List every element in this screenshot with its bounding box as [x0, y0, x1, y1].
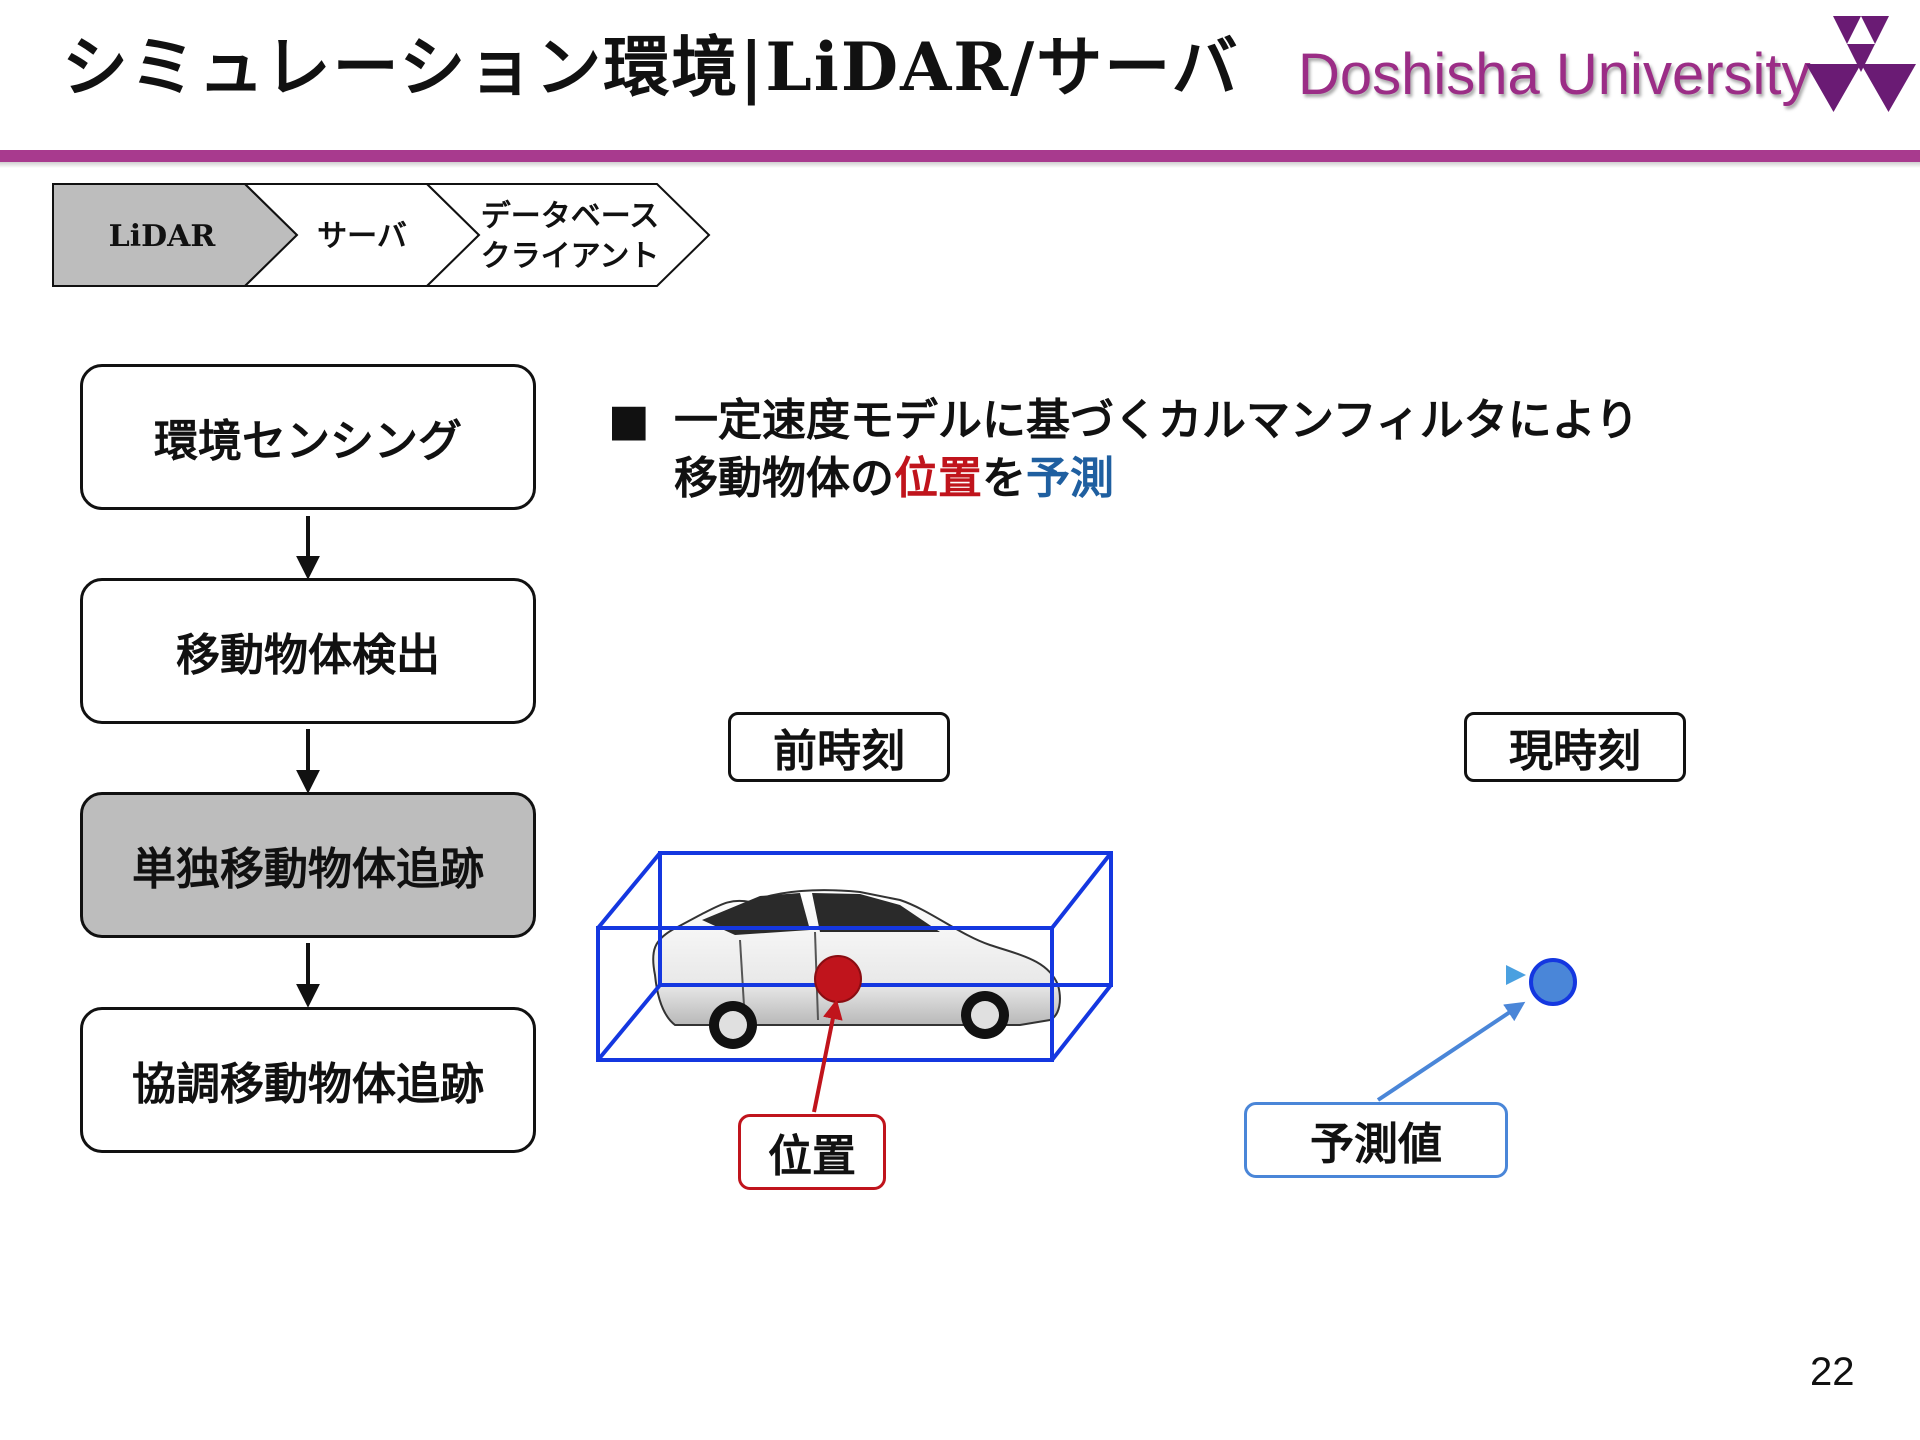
flow-box-single-tracking: 単独移動物体追跡	[80, 792, 536, 938]
page-number: 22	[1810, 1350, 1855, 1394]
position-label-box: 位置	[738, 1114, 886, 1190]
highlight-predict: 予測	[1026, 453, 1114, 504]
flow-box-label: 単独移動物体追跡	[132, 844, 484, 895]
step-client-label: クライアント	[481, 239, 660, 274]
prediction-label-box: 予測値	[1244, 1102, 1508, 1178]
header-rule	[0, 150, 1920, 162]
step-server-label: サーバ	[317, 219, 407, 254]
bullet-line-2-mid: を	[982, 453, 1026, 504]
step-database-label: データベース	[481, 199, 660, 234]
prev-time-text: 前時刻	[773, 726, 905, 777]
bounding-box	[596, 851, 1113, 1062]
bullet-line-1-text: 一定速度モデルに基づくカルマンフィルタにより	[674, 395, 1639, 446]
flow-box-label: 環境センシング	[154, 416, 462, 467]
position-callout-arrow	[812, 999, 843, 1113]
step-database-client[interactable]: データベース クライアント	[424, 183, 711, 287]
curr-time-label: 現時刻	[1464, 712, 1686, 782]
page-title: シミュレーション環境|LiDAR/サーバ	[62, 28, 1240, 106]
prediction-label-text: 予測値	[1310, 1119, 1442, 1170]
bullet-line-1: ■ 一定速度モデルに基づくカルマンフィルタにより	[608, 392, 1808, 450]
step-server[interactable]: サーバ	[242, 183, 481, 287]
header-rule-shadow	[0, 162, 1920, 168]
highlight-position: 位置	[894, 453, 982, 504]
step-lidar[interactable]: LiDAR	[52, 183, 299, 287]
flow-box-cooperative-tracking: 協調移動物体追跡	[80, 1007, 536, 1153]
university-logo-icon	[1806, 16, 1916, 112]
car-image	[652, 889, 1061, 1049]
bullet-text: ■ 一定速度モデルに基づくカルマンフィルタにより 移動物体の位置を予測	[608, 392, 1808, 508]
organization-name: Doshisha University	[1298, 42, 1811, 107]
step-breadcrumb: LiDAR サーバ データベース クライアント	[52, 183, 711, 287]
predicted-dot	[1529, 958, 1577, 1006]
bullet-marker: ■	[608, 395, 650, 446]
bullet-line-2-prefix: 移動物体の	[674, 453, 894, 504]
flow-box-label: 移動物体検出	[176, 630, 440, 681]
position-dot	[814, 955, 862, 1003]
position-label-text: 位置	[768, 1131, 856, 1182]
prev-time-label: 前時刻	[728, 712, 950, 782]
flow-box-environment-sensing: 環境センシング	[80, 364, 536, 510]
flow-box-label: 協調移動物体追跡	[132, 1059, 484, 1110]
bullet-line-2: 移動物体の位置を予測	[674, 450, 1808, 508]
step-lidar-label: LiDAR	[109, 219, 217, 254]
flow-box-moving-object-detection: 移動物体検出	[80, 578, 536, 724]
prediction-callout-arrow	[1376, 1001, 1526, 1102]
curr-time-text: 現時刻	[1509, 726, 1641, 777]
